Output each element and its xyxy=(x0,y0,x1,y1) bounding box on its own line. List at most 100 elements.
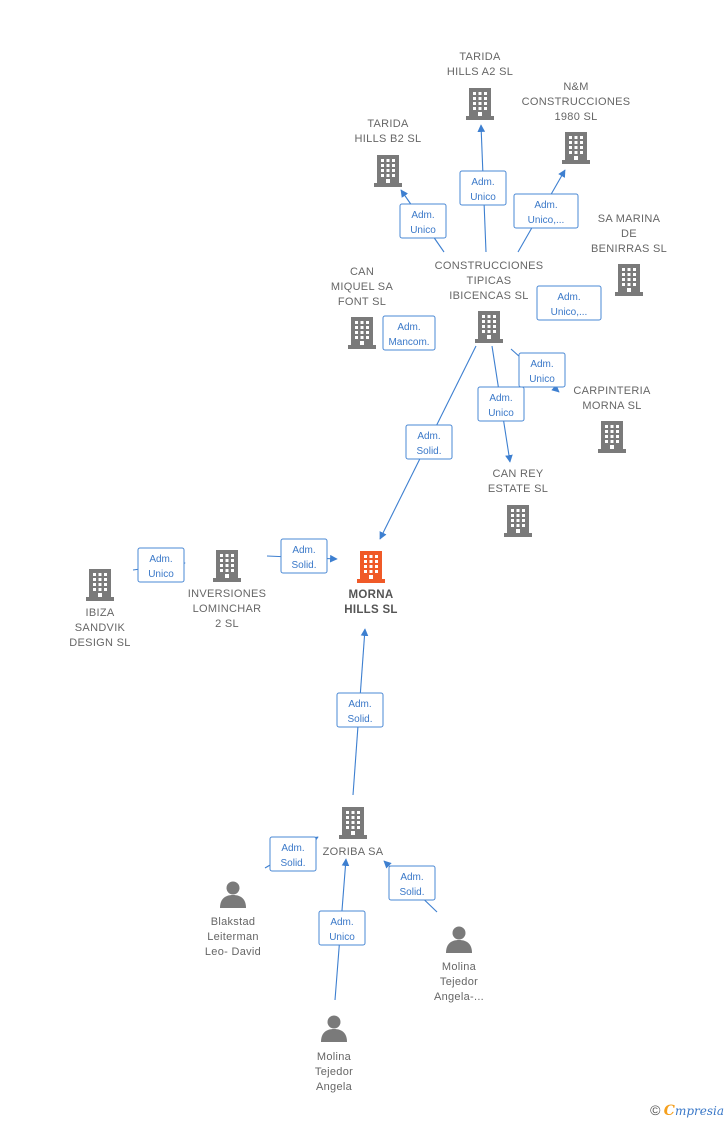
node-label: MORNA xyxy=(349,589,394,601)
node-label: Blakstad xyxy=(211,916,256,928)
edge-label-text: Unico xyxy=(488,408,514,419)
edge-label-text: Adm. xyxy=(530,359,553,370)
edge-label-box xyxy=(137,547,185,583)
edge-label-box xyxy=(513,193,579,229)
node-label: N&M xyxy=(563,81,588,93)
node-label: LOMINCHAR xyxy=(193,603,262,615)
node-label: INVERSIONES xyxy=(188,588,267,600)
edge-label[interactable]: Adm.Solid. xyxy=(269,836,317,872)
node-label: MIQUEL SA xyxy=(331,281,394,293)
building-icon xyxy=(504,505,532,537)
building-icon xyxy=(86,569,114,601)
building-icon xyxy=(339,807,367,839)
node-label: Molina xyxy=(317,1051,352,1063)
node-label: HILLS A2 SL xyxy=(447,66,513,78)
building-icon xyxy=(615,264,643,296)
edge-label-box xyxy=(405,424,453,460)
edge-label[interactable]: Adm.Unico xyxy=(399,203,447,239)
edge-label-box xyxy=(459,170,507,206)
node-label: Tejedor xyxy=(315,1066,353,1078)
edge-label-text: Unico,... xyxy=(551,307,588,318)
person-icon xyxy=(321,1015,347,1042)
company-node[interactable]: CARPINTERIA MORNA SL xyxy=(573,385,651,453)
node-label: DE xyxy=(621,228,637,240)
edge-label-text: Adm. xyxy=(348,699,371,710)
edge-label-text: Solid. xyxy=(291,560,316,571)
company-node[interactable]: ZORIBA SA xyxy=(323,807,384,858)
edge-label-box xyxy=(336,692,384,728)
edge-label[interactable]: Adm.Mancom. xyxy=(382,315,436,351)
edge-label-box xyxy=(269,836,317,872)
edge-label-text: Solid. xyxy=(347,714,372,725)
building-icon xyxy=(348,317,376,349)
edge-label-box xyxy=(318,910,366,946)
node-label: HILLS SL xyxy=(344,604,398,616)
node-label: Leo- David xyxy=(205,946,261,958)
edge-label-text: Adm. xyxy=(292,545,315,556)
node-label: CONSTRUCCIONES xyxy=(522,96,631,108)
edge-label-text: Adm. xyxy=(400,872,423,883)
edge-label-box xyxy=(388,865,436,901)
node-label: TARIDA xyxy=(459,51,501,63)
node-label: SA MARINA xyxy=(598,213,661,225)
edges-layer xyxy=(132,124,566,1001)
company-node[interactable]: CAN MIQUEL SA FONT SL xyxy=(331,266,394,349)
edge-label[interactable]: Adm. Solid. xyxy=(280,538,328,574)
brand-rest: mpresia xyxy=(674,1104,724,1118)
node-label: ZORIBA SA xyxy=(323,846,384,858)
edge-label-text: Unico xyxy=(470,192,496,203)
node-label: Molina xyxy=(442,961,477,973)
edge-label-box xyxy=(477,386,525,422)
edge-label-text: Adm. xyxy=(411,210,434,221)
building-icon xyxy=(475,311,503,343)
person-node[interactable]: MolinaTejedorAngela-... xyxy=(434,926,484,1004)
footer-brand: © Cmpresia xyxy=(650,1102,724,1119)
node-label: MORNA SL xyxy=(582,400,641,412)
edge-label[interactable]: Adm.Unico,... xyxy=(513,193,579,229)
edge-label[interactable]: Adm.Unico xyxy=(477,386,525,422)
edge-label-box xyxy=(280,538,328,574)
edge-label-text: Adm. xyxy=(557,292,580,303)
edge-label[interactable]: Adm.Solid. xyxy=(388,865,436,901)
node-label: IBICENCAS SL xyxy=(449,290,528,302)
edge-label[interactable]: Adm.Solid. xyxy=(405,424,453,460)
person-icon xyxy=(220,881,246,908)
company-node[interactable]: TARIDA HILLS A2 SL xyxy=(447,51,513,120)
node-label: FONT SL xyxy=(338,296,386,308)
node-label: SANDVIK xyxy=(75,622,126,634)
node-label: Angela-... xyxy=(434,991,484,1003)
brand-initial: C xyxy=(663,1103,675,1119)
building-icon xyxy=(466,88,494,120)
company-node[interactable]: MORNA HILLS SL xyxy=(344,551,398,616)
edge-label-text: Adm. xyxy=(330,917,353,928)
edge-label-box xyxy=(518,352,566,388)
edge-label[interactable]: Adm.Unico xyxy=(137,547,185,583)
company-node[interactable]: SA MARINA DE BENIRRAS SL xyxy=(591,213,667,296)
edge-label[interactable]: Adm. Unico xyxy=(459,170,507,206)
edge-label-text: Adm. xyxy=(397,322,420,333)
node-label: BENIRRAS SL xyxy=(591,243,667,255)
edge-label[interactable]: Adm. Unico,... xyxy=(536,285,602,321)
main-company-building-icon xyxy=(357,551,385,583)
node-label: HILLS B2 SL xyxy=(355,133,422,145)
edge-label-text: Adm. xyxy=(471,177,494,188)
building-icon xyxy=(374,155,402,187)
edge-label-box xyxy=(382,315,436,351)
node-label: CAN xyxy=(350,266,374,278)
node-label: CARPINTERIA xyxy=(573,385,651,397)
edge-label[interactable]: Adm. Solid. xyxy=(336,692,384,728)
edge-label[interactable]: Adm.Unico xyxy=(318,910,366,946)
edge-label[interactable]: Adm. Unico xyxy=(518,352,566,388)
node-label: ESTATE SL xyxy=(488,483,548,495)
edge-label-text: Unico xyxy=(529,374,555,385)
nodes-layer: MORNA HILLS SL CONSTRUCCIONESTIPICASIBICEN… xyxy=(69,51,667,1094)
edge-label-text: Adm. xyxy=(149,554,172,565)
